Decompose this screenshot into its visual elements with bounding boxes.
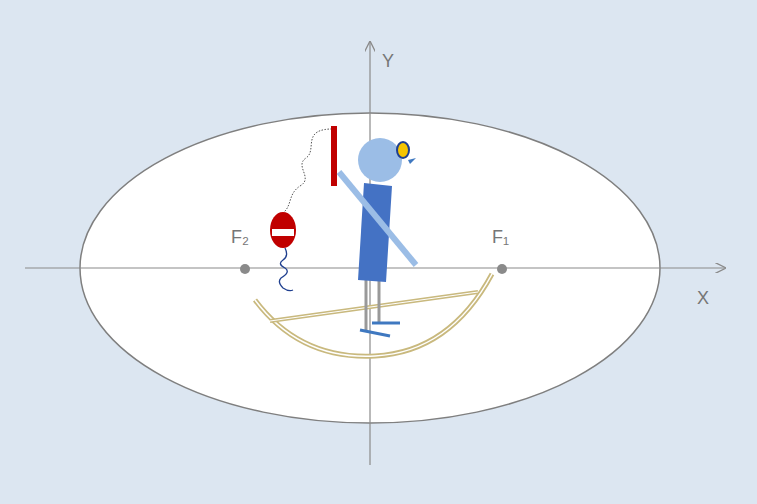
red-bar (331, 126, 337, 186)
focus-dot (497, 264, 507, 274)
boat-seat (270, 292, 478, 321)
beak (408, 158, 416, 164)
foot (360, 330, 390, 336)
focus-dot (240, 264, 250, 274)
float (270, 212, 296, 248)
boat-hull-inner (255, 274, 492, 356)
foot (372, 322, 400, 325)
boat-hull (255, 274, 492, 356)
float-band (272, 229, 294, 236)
fishing-rod (339, 172, 416, 265)
fishing-line (284, 129, 335, 212)
hook (279, 248, 293, 291)
eye (397, 142, 409, 158)
boat-seat-inner (270, 292, 478, 321)
axis-label: Y (382, 52, 394, 70)
leg (378, 278, 381, 323)
leg (365, 278, 368, 330)
head (358, 138, 402, 182)
focus-label: F₂ (231, 228, 249, 246)
axis-label: X (697, 289, 709, 307)
focus-label: F₁ (492, 228, 509, 246)
